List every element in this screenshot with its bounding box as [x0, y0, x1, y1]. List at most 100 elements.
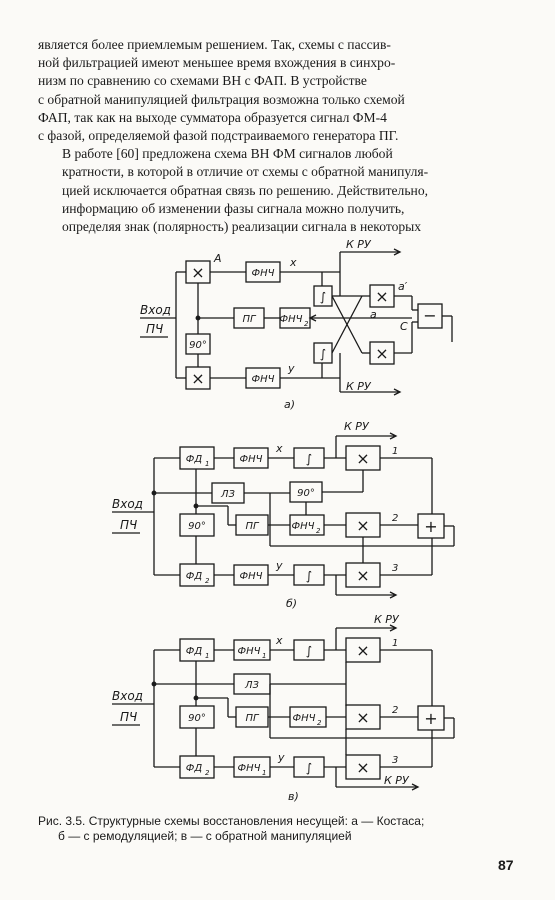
pd-label: ФД: [186, 763, 203, 774]
node-number: 3: [392, 755, 398, 766]
caption-line: б — с ремодуляцией; в — с обратной манип…: [58, 829, 352, 843]
text-line: цией исключается обратная связь по решен…: [62, 182, 429, 198]
wire: [331, 295, 363, 354]
arrow: [393, 388, 402, 396]
vco-label: ПГ: [242, 314, 257, 325]
multiplier-symbol: ×: [375, 287, 388, 306]
phase-shifter-label: 90°: [188, 521, 206, 532]
signal-y-label: y: [277, 751, 285, 764]
text-line: ФАП, так как на выходе сумматора образуе…: [38, 109, 387, 125]
caption-line: Рис. 3.5. Структурные схемы восстановлен…: [38, 814, 425, 828]
text-line: с обратной манипуляцией фильтрация возмо…: [38, 91, 405, 107]
junction-dot: [193, 695, 199, 701]
lpf1-label: ФНЧ: [238, 646, 261, 657]
text-line: определяя знак (полярность) реализации с…: [62, 219, 422, 235]
node-label: a′: [398, 280, 408, 293]
multiplier-symbol: ×: [356, 641, 369, 660]
node-label: a: [370, 308, 377, 321]
to-decision-label: К РУ: [374, 613, 400, 626]
multiplier-symbol: ×: [191, 369, 204, 388]
subtractor-symbol: −: [423, 306, 436, 325]
arrow: [389, 624, 398, 632]
multiplier-symbol: ×: [356, 758, 369, 777]
phase-shifter-block: [179, 705, 215, 729]
to-decision-label: К РУ: [346, 380, 372, 393]
node-number: 2: [392, 513, 398, 524]
limiter-symbol: ∫: [306, 761, 312, 775]
lpf2-subscript: 2: [316, 527, 321, 535]
lpf1-label: ФНЧ: [238, 763, 261, 774]
phase-shifter-label: 90°: [188, 713, 206, 724]
junction-dot: [151, 681, 157, 687]
input-label: ПЧ: [146, 322, 163, 336]
lpf2-label: ФНЧ: [293, 713, 316, 724]
multiplier-symbol: ×: [356, 516, 369, 535]
pd-subscript: 2: [205, 769, 210, 777]
pd-subscript: 2: [205, 577, 210, 585]
lpf1-subscript: 1: [262, 652, 266, 660]
text-line: ной фильтрацией имеют меньшее время вхож…: [38, 55, 396, 71]
page-number: 87: [498, 857, 514, 873]
signal-x-label: x: [275, 442, 283, 455]
vco-label: ПГ: [245, 713, 260, 724]
phase-shifter-label: 90°: [189, 340, 207, 351]
to-decision-label: К РУ: [384, 774, 410, 787]
multiplier-symbol: ×: [375, 344, 388, 363]
pd-subscript: 1: [205, 652, 209, 660]
input-label: Вход: [112, 497, 143, 511]
diagram-sublabel: в): [288, 790, 299, 803]
lpf-label: ФНЧ: [252, 268, 275, 279]
limiter-symbol: ∫: [306, 452, 312, 466]
node-number: 2: [392, 705, 398, 716]
pd-label: ФД: [186, 571, 203, 582]
signal-y-label: y: [287, 362, 295, 375]
arrow: [389, 591, 398, 599]
limiter-symbol: ∫: [320, 290, 326, 304]
pd-label: ФД: [186, 646, 203, 657]
text-line: кратности, в которой в отличие от схемы …: [62, 164, 429, 180]
limiter-symbol: ∫: [306, 644, 312, 658]
body-text: является более приемлемым решением. Так,…: [38, 36, 520, 236]
junction-dot: [193, 503, 199, 509]
diagram-sublabel: б): [286, 597, 297, 610]
limiter-block: [313, 342, 333, 364]
lpf2-subscript: 2: [317, 719, 322, 727]
text-line: низм по сравнению со схемами ВН с ФАП. В…: [38, 73, 367, 89]
pd-label: ФД: [186, 454, 203, 465]
lpf2-subscript: 2: [304, 320, 309, 328]
text-line: с фазой, определяемой фазой подстраиваем…: [38, 128, 399, 144]
multiplier-symbol: ×: [191, 263, 204, 282]
signal-x-label: x: [289, 256, 297, 269]
figure-caption: Рис. 3.5. Структурные схемы восстановлен…: [38, 814, 520, 844]
limiter-symbol: ∫: [320, 347, 326, 361]
pd-subscript: 1: [205, 460, 209, 468]
text-line: В работе [60] предложена схема ВН ФМ сиг…: [62, 146, 393, 162]
paragraph-2: В работе [60] предложена схема ВН ФМ сиг…: [38, 145, 520, 236]
adder-symbol: +: [424, 709, 437, 728]
node-number: 3: [392, 563, 398, 574]
vco-label: ПГ: [245, 521, 260, 532]
arrow: [393, 248, 402, 256]
multiplier-symbol: ×: [356, 708, 369, 727]
input-label: Вход: [140, 303, 171, 317]
text-line: информацию об изменении фазы сигнала мож…: [62, 200, 405, 216]
lpf2-label: ФНЧ: [280, 314, 303, 325]
arrow: [389, 432, 398, 440]
text-line: является более приемлемым решением. Так,…: [38, 37, 391, 52]
input-label: Вход: [112, 689, 143, 703]
limiter-symbol: ∫: [306, 569, 312, 583]
multiplier-symbol: ×: [356, 449, 369, 468]
arrow: [411, 783, 420, 791]
to-decision-label: К РУ: [344, 420, 370, 433]
lpf1-subscript: 1: [262, 769, 266, 777]
delay-line-label: ЛЗ: [220, 489, 236, 500]
input-label: ПЧ: [120, 710, 137, 724]
signal-y-label: y: [275, 559, 283, 572]
lpf-label: ФНЧ: [252, 374, 275, 385]
adder-symbol: +: [424, 517, 437, 536]
phase-shifter-block: [179, 513, 215, 537]
